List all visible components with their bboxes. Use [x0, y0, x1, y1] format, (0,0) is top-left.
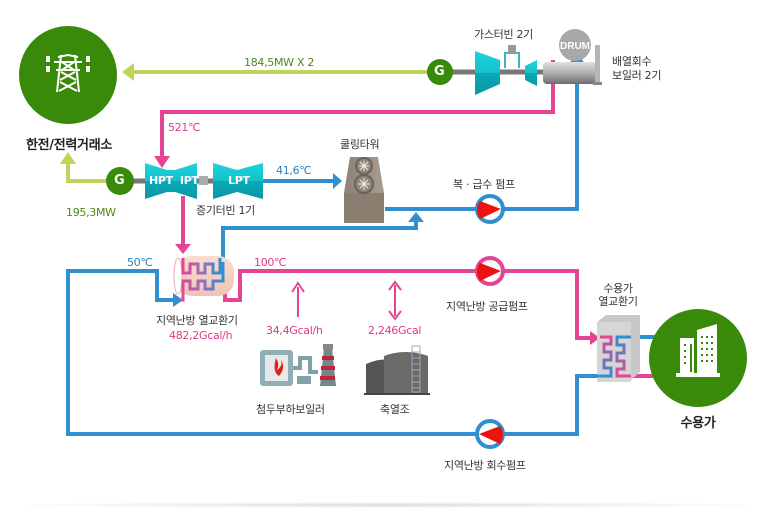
gas-power-output: 184,5MW X 2 — [244, 56, 315, 69]
bottom-shadow-divider — [20, 502, 755, 508]
dh-supply-pump[interactable] — [475, 256, 505, 286]
peak-boiler-arrow — [291, 281, 305, 317]
heat-storage-arrow — [388, 280, 402, 321]
consumer-hx-label-line1: 수용가 — [603, 282, 633, 295]
steam-turbine-label: 증기터빈 1기 — [196, 204, 255, 217]
gas-generator[interactable] — [427, 59, 560, 85]
steam-power-output: 195,3MW — [66, 206, 116, 219]
feed-pump[interactable] — [475, 194, 505, 224]
gas-turbine-label: 가스터빈 2기 — [474, 28, 533, 41]
main-steam-temp: 521℃ — [168, 121, 201, 134]
feedwater-line — [221, 52, 585, 260]
grid-node[interactable] — [19, 26, 117, 124]
steam-generator-label: G — [114, 173, 125, 188]
lpt-label: LPT — [228, 174, 250, 187]
dh-return-pump[interactable] — [475, 419, 505, 449]
building-icon — [676, 324, 720, 377]
dh-return-line — [66, 269, 597, 436]
steam-turbine-hpt-ipt[interactable] — [145, 163, 208, 199]
heat-storage-capacity: 2,246Gcal — [368, 324, 422, 337]
exhaust-temp: 41,6℃ — [276, 164, 312, 177]
dh-hx-capacity: 482,2Gcal/h — [169, 329, 233, 342]
power-line-gas — [122, 63, 440, 81]
grid-label: 한전/전력거래소 — [25, 138, 113, 153]
hpt-ipt-label: HPT IPT — [149, 174, 199, 187]
cooling-tower-label: 쿨링타워 — [340, 138, 380, 151]
drum-label: DRUM — [560, 41, 590, 52]
transmission-tower-icon — [54, 53, 82, 93]
steam-turbine-lpt[interactable] — [213, 163, 263, 199]
peak-load-boiler[interactable] — [260, 344, 336, 386]
power-line-steam — [60, 152, 106, 183]
peak-boiler-capacity: 34,4Gcal/h — [266, 324, 323, 337]
heat-storage-tank[interactable] — [364, 345, 430, 395]
cooling-tower[interactable] — [344, 157, 384, 223]
peak-boiler-label: 첨두부하보일러 — [256, 403, 325, 416]
consumer-hx-label-line2: 열교환기 — [598, 295, 638, 308]
hrsg-label-line1: 배열회수 — [612, 55, 652, 68]
gas-turbine[interactable] — [475, 45, 537, 95]
return-temp: 50℃ — [127, 256, 153, 269]
hrsg-boiler[interactable]: DRUM — [543, 29, 602, 85]
feed-pump-label: 복 · 급수 펌프 — [453, 178, 515, 191]
main-steam-line — [154, 60, 555, 168]
dh-heat-exchanger[interactable] — [173, 256, 234, 302]
gas-generator-label: G — [434, 64, 445, 79]
consumer-heat-exchanger[interactable] — [597, 315, 640, 382]
dh-supply-pump-label: 지역난방 공급펌프 — [446, 300, 528, 313]
consumer-label: 수용가 — [680, 416, 716, 431]
extraction-steam-line — [175, 196, 191, 254]
supply-temp: 100℃ — [254, 256, 287, 269]
hrsg-label-line2: 보일러 2기 — [612, 69, 662, 82]
dh-return-pump-label: 지역난방 회수펌프 — [444, 459, 526, 472]
heat-storage-label: 축열조 — [380, 403, 410, 416]
exhaust-line — [263, 173, 342, 189]
dh-supply-line — [223, 269, 600, 345]
dh-hx-label: 지역난방 열교환기 — [156, 314, 238, 327]
consumer-node[interactable] — [649, 309, 747, 407]
